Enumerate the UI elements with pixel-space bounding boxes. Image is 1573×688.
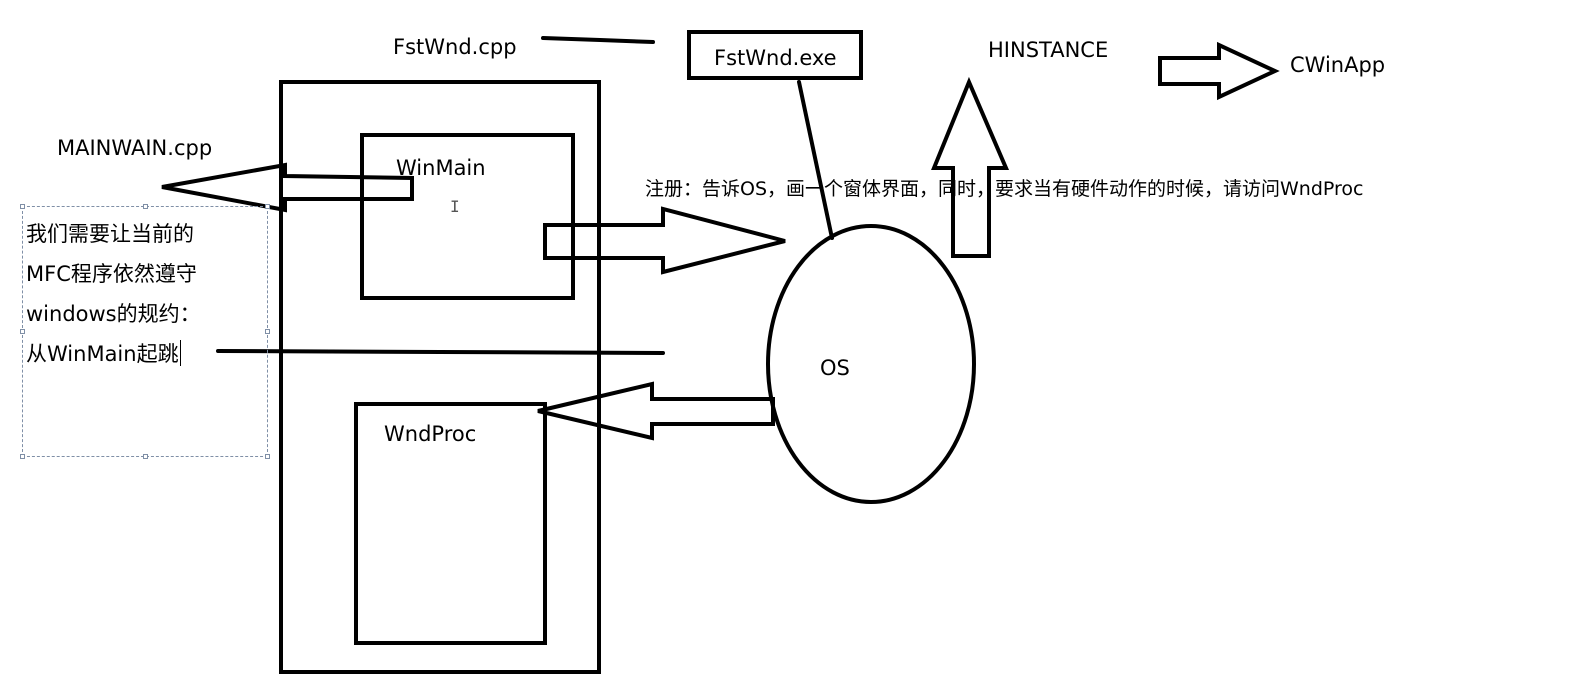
resize-handle-right[interactable] — [265, 329, 270, 334]
fstwnd-exe-box — [687, 30, 863, 80]
note-line-4: 从WinMain起跳 — [26, 334, 266, 374]
resize-handle-bottom-right[interactable] — [265, 454, 270, 459]
winmain-box — [360, 133, 575, 300]
wndproc-box — [354, 402, 547, 645]
resize-handle-top-left[interactable] — [20, 204, 25, 209]
note-line-3: windows的规约： — [26, 302, 201, 326]
cpp-to-exe-line — [541, 36, 655, 44]
middle-line — [216, 349, 665, 355]
program-box — [279, 80, 601, 674]
fstwnd-cpp-label: FstWnd.cpp — [393, 35, 517, 59]
resize-handle-bottom-left[interactable] — [20, 454, 25, 459]
cwinapp-label: CWinApp — [1290, 53, 1385, 77]
resize-handle-top-right[interactable] — [265, 204, 270, 209]
hinstance-label: HINSTANCE — [988, 38, 1108, 62]
resize-handle-top[interactable] — [143, 204, 148, 209]
ibeam-cursor-icon: I — [450, 197, 460, 216]
wndproc-label: WndProc — [384, 422, 476, 446]
fstwnd-exe-label: FstWnd.exe — [714, 46, 837, 70]
note-line-4-text: 从WinMain起跳 — [26, 342, 179, 366]
mainwain-cpp-label: MAINWAIN.cpp — [57, 136, 212, 160]
hinstance-to-cwinapp-arrow — [1158, 41, 1280, 101]
note-line-2: MFC程序依然遵守 — [26, 262, 197, 286]
register-note: 注册：告诉OS，画一个窗体界面，同时，要求当有硬件动作的时候，请访问WndPro… — [645, 178, 1364, 200]
resize-handle-bottom[interactable] — [143, 454, 148, 459]
winmain-to-os-arrow — [543, 206, 786, 275]
os-ellipse — [766, 224, 976, 504]
note-line-1: 我们需要让当前的 — [26, 222, 194, 246]
resize-handle-left[interactable] — [20, 329, 25, 334]
text-caret — [179, 340, 181, 366]
os-to-wndproc-arrow — [537, 381, 775, 441]
winmain-to-mainwain-arrow — [161, 162, 414, 213]
note-text[interactable]: 我们需要让当前的 MFC程序依然遵守 windows的规约： 从WinMain起… — [26, 214, 266, 374]
up-arrow-to-hinstance — [931, 76, 1010, 258]
os-label: OS — [820, 356, 850, 380]
exe-to-os-line — [797, 80, 834, 240]
